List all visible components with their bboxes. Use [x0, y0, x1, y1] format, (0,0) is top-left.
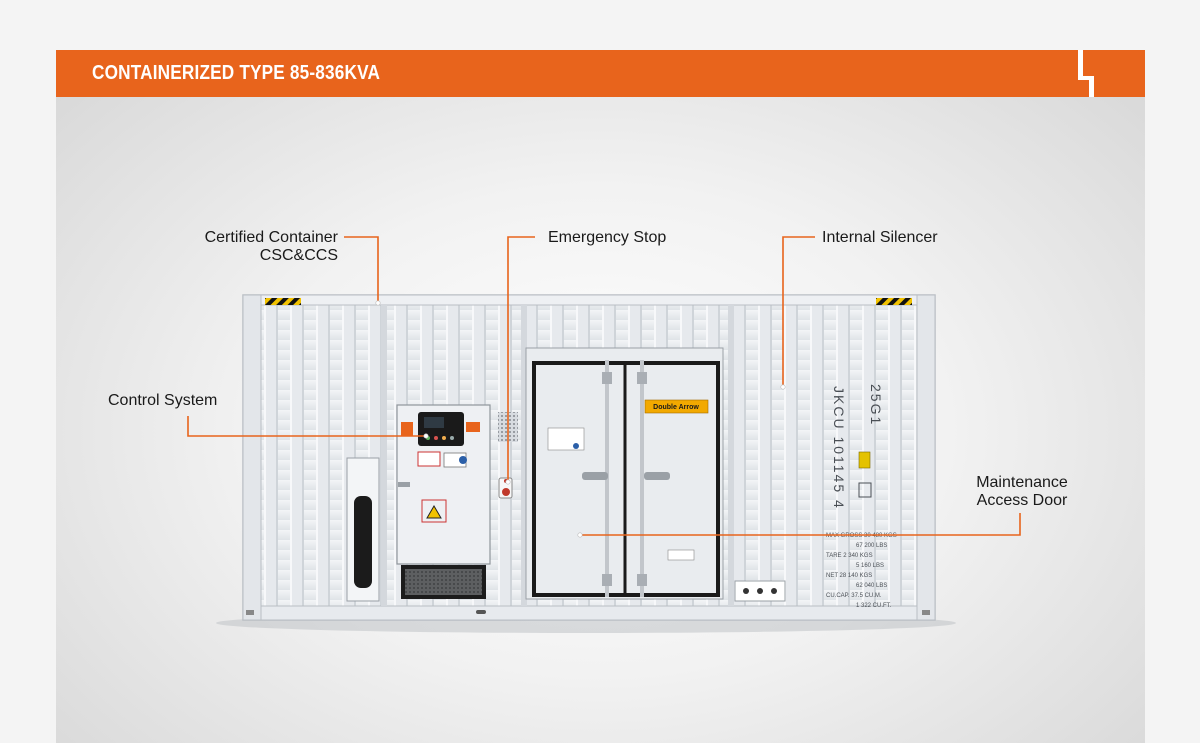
weight-table: MAX GROSS 30 480 KGS 67 200 LBS TARE 2 3… [826, 533, 897, 609]
svg-text:CU.CAP. 37.5 CU.M.: CU.CAP. 37.5 CU.M. [826, 593, 882, 599]
container-type-code: 25G1 [868, 384, 884, 426]
svg-text:MAX GROSS 30 480 KGS: MAX GROSS 30 480 KGS [826, 533, 897, 539]
callout-emergency-stop: Emergency Stop [548, 229, 667, 246]
leader-emergency-stop [507, 236, 535, 482]
callout-control-system: Control System [108, 392, 218, 409]
leader-maintenance-door [580, 513, 1021, 536]
svg-text:5 160 LBS: 5 160 LBS [856, 563, 884, 569]
callout-maintenance-door: Maintenance Access Door [976, 474, 1068, 509]
container-id: JKCU 101145 4 [831, 386, 847, 510]
leader-certified-container [344, 236, 379, 303]
callout-internal-silencer: Internal Silencer [822, 229, 938, 246]
page-title: CONTAINERIZED TYPE 85-836KVA [92, 62, 381, 84]
control-cabinet [396, 404, 518, 599]
svg-text:NET 28 140 KGS: NET 28 140 KGS [826, 573, 872, 579]
svg-text:62 040 LBS: 62 040 LBS [856, 583, 887, 589]
svg-text:1 322 CU.FT.: 1 322 CU.FT. [856, 603, 892, 609]
maintenance-doors: Double Arrow [525, 347, 724, 600]
side-vent [346, 457, 380, 602]
callout-certified-container: Certified Container CSC&CCS [204, 229, 338, 264]
door-handle-icon [582, 472, 608, 480]
svg-text:TARE 2 340 KGS: TARE 2 340 KGS [826, 553, 873, 559]
hazard-stripe [876, 298, 912, 305]
leader-internal-silencer [782, 236, 815, 387]
leader-endpoints [375, 300, 786, 538]
brand-logo-icon [1078, 50, 1094, 97]
header-banner: CONTAINERIZED TYPE 85-836KVA [56, 50, 1145, 97]
product-panel: CONTAINERIZED TYPE 85-836KVA [56, 50, 1145, 743]
brand-plate-text: Double Arrow [653, 404, 699, 411]
warning-triangle-icon [426, 505, 442, 519]
svg-text:67 200 LBS: 67 200 LBS [856, 543, 887, 549]
container-markings: JKCU 101145 4 25G1 MAX GROSS 30 480 KGS … [734, 384, 897, 609]
leader-control-system [187, 416, 426, 437]
hazard-stripe [265, 298, 301, 305]
door-handle-icon [398, 482, 410, 487]
callout-leaders [187, 236, 1021, 536]
door-handle-icon [644, 472, 670, 480]
container-illustration: Double Arrow JKCU 101145 4 25G1 [187, 236, 1021, 633]
